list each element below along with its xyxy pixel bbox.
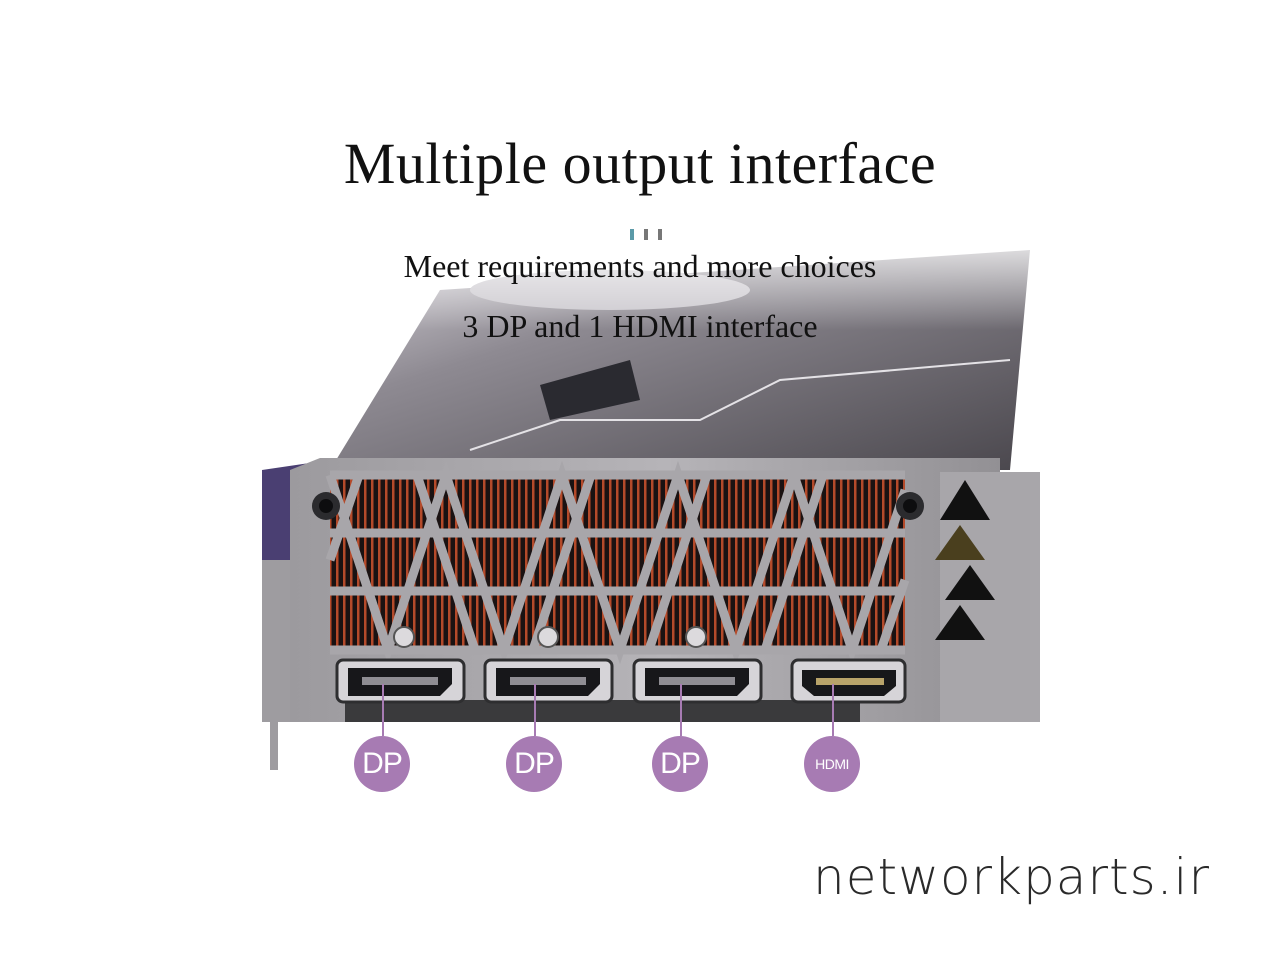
dp-leader-line [534,684,536,736]
divider-marks [630,229,664,241]
divider-mark [644,229,648,240]
subtitle-interfaces: 3 DP and 1 HDMI interface [462,308,818,344]
hdmi-leader-line [832,684,834,736]
divider-mark [630,229,634,240]
hdmi-port [790,658,907,704]
dp-leader-line [680,684,682,736]
divider-mark [658,229,662,240]
dp-label-badge: DP [652,736,708,792]
page-title: Multiple output interface [343,131,937,196]
dp-port [632,658,763,704]
watermark-text: networkparts.ir [813,848,1210,906]
hdmi-label-badge: HDMI [804,736,860,792]
dp-leader-line [382,684,384,736]
dp-label-badge: DP [354,736,410,792]
subtitle-choices: Meet requirements and more choices [403,248,877,284]
dp-label-badge: DP [506,736,562,792]
dp-port [335,658,466,704]
io-bracket [262,458,1040,770]
dp-port [483,658,614,704]
